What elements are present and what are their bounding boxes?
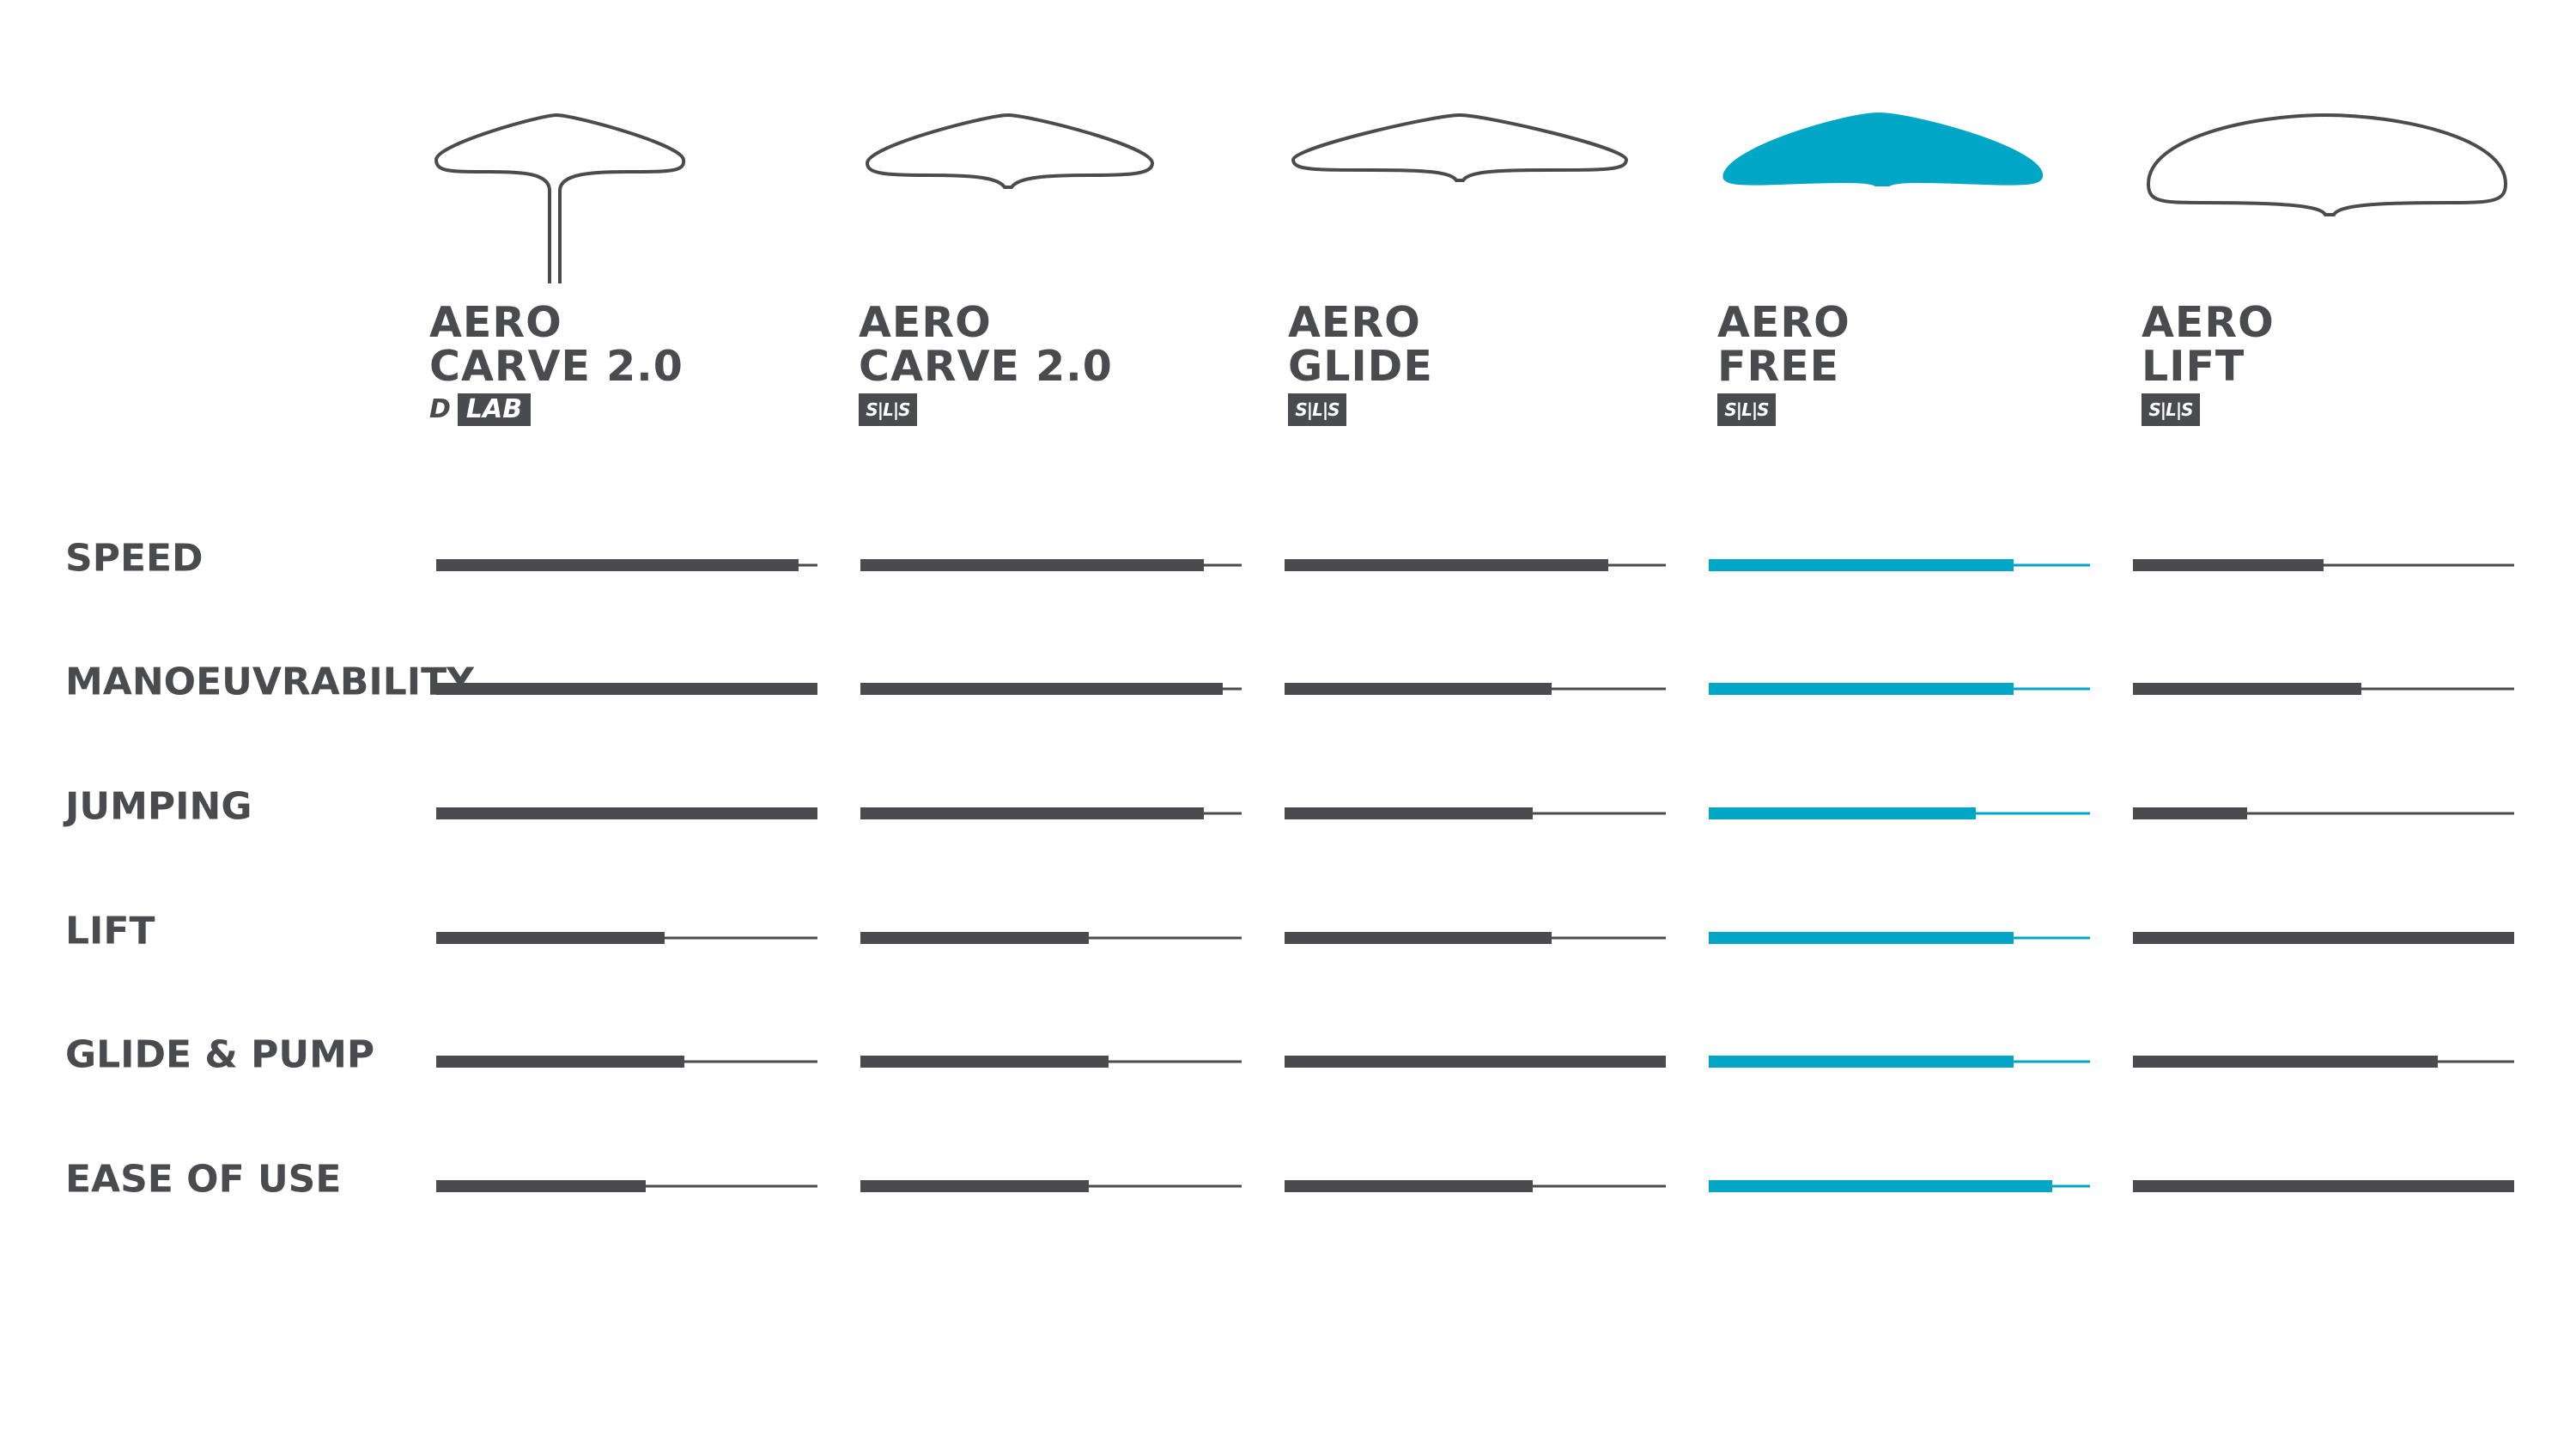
- rating-bar: [2133, 559, 2324, 571]
- rating-bar: [2133, 683, 2361, 695]
- product-column-aero-free: AERO FREE S|L|S: [1717, 0, 2112, 447]
- rating-bar: [860, 683, 1223, 695]
- rating-bar: [2133, 932, 2514, 944]
- rating-bar: [860, 1180, 1089, 1192]
- rating-bar: [1709, 1180, 2052, 1192]
- product-name: AERO CARVE 2.0: [859, 298, 1113, 391]
- row-label-ease-of-use: EASE OF USE: [65, 1157, 342, 1202]
- rating-bar: [1709, 559, 2014, 571]
- front-wing-icon: [865, 113, 1155, 189]
- rating-bar: [1285, 1180, 1533, 1192]
- rating-bar: [1285, 683, 1552, 695]
- rating-bar: [2133, 1056, 2438, 1068]
- rating-bar: [860, 932, 1089, 944]
- rating-bar: [1709, 807, 1976, 819]
- rating-bar: [1709, 1056, 2014, 1068]
- front-wing-icon: [2146, 113, 2508, 216]
- rating-bar: [1285, 559, 1608, 571]
- front-wing-icon: [1291, 113, 1629, 182]
- rating-bar: [2133, 1180, 2514, 1192]
- rating-bar: [1709, 683, 2014, 695]
- row-label-glide-pump: GLIDE & PUMP: [65, 1032, 375, 1077]
- rating-bar: [860, 807, 1204, 819]
- product-name: AERO GLIDE: [1288, 298, 1433, 391]
- rating-bar: [1285, 1056, 1666, 1068]
- rating-bar: [860, 559, 1204, 571]
- rating-bar: [436, 1180, 646, 1192]
- rating-bar: [1285, 932, 1552, 944]
- product-column-aero-lift: AERO LIFT S|L|S: [2142, 0, 2537, 447]
- rating-bar: [436, 932, 665, 944]
- product-column-aero-carve-sls: AERO CARVE 2.0 S|L|S: [859, 0, 1254, 447]
- sls-badge: S|L|S: [1717, 393, 1776, 426]
- rating-bar: [1285, 807, 1533, 819]
- product-name: AERO CARVE 2.0: [429, 298, 683, 391]
- rating-bar: [436, 1056, 684, 1068]
- rating-bar: [436, 807, 817, 819]
- rating-bar: [436, 559, 799, 571]
- row-label-jumping: JUMPING: [65, 784, 252, 829]
- product-name: AERO FREE: [1717, 298, 1850, 391]
- row-label-speed: SPEED: [65, 536, 204, 581]
- product-column-aero-glide: AERO GLIDE S|L|S: [1288, 0, 1683, 447]
- rating-bar: [1709, 932, 2014, 944]
- mast-foil-icon: [434, 113, 686, 283]
- rating-bar: [2133, 807, 2247, 819]
- sls-badge: S|L|S: [2142, 393, 2200, 426]
- rating-bar: [860, 1056, 1109, 1068]
- row-label-manoeuvrability: MANOEUVRABILITY: [65, 660, 475, 704]
- rating-bar: [436, 683, 817, 695]
- sls-badge: S|L|S: [1288, 393, 1346, 426]
- front-wing-filled-icon: [1722, 112, 2044, 186]
- row-label-lift: LIFT: [65, 909, 155, 953]
- product-name: AERO LIFT: [2142, 298, 2275, 391]
- sls-badge: S|L|S: [859, 393, 917, 426]
